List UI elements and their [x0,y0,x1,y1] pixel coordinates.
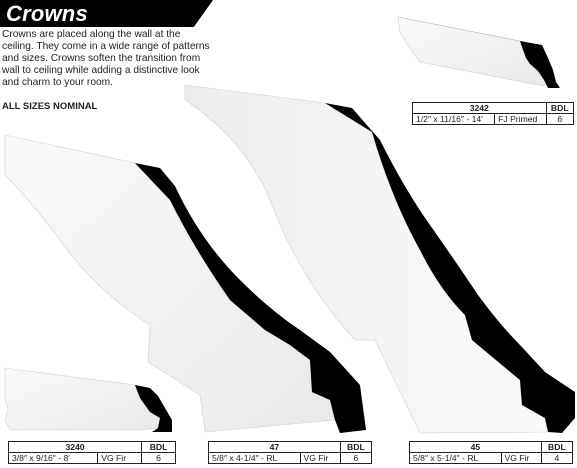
bdl-header: BDL [540,441,574,453]
header-bar [0,0,213,27]
product-bdl: 6 [339,452,373,464]
molding-45 [184,84,575,434]
molding-3242 [397,16,560,88]
product-code: 3240 [7,441,143,453]
product-material: FJ Primed [494,113,547,125]
bdl-header: BDL [141,441,176,453]
product-bdl: 4 [540,452,574,464]
page-title: Crowns [6,1,88,26]
sizes-note: ALL SIZES NOMINAL [2,101,98,112]
product-material: VG Fir [97,452,143,464]
product-size: 1/2″ x 11/16″ - 14′ [411,113,496,125]
product-code: 45 [409,441,542,453]
product-bdl: 6 [545,113,575,125]
intro-text: Crowns are placed along the wall at the … [2,29,210,89]
product-size: 5/8″ x 4-1/4″ - RL [208,452,301,464]
spec-table-45: 45 BDL 5/8″ x 5-1/4″ - RL VG Fir 4 [409,441,574,464]
spec-table-3242: 3242 BDL 1/2″ x 11/16″ - 14′ FJ Primed 6 [411,102,575,125]
bdl-header: BDL [545,102,575,114]
product-code: 47 [208,441,341,453]
molding-3240 [4,367,172,432]
product-code: 3242 [412,102,547,114]
product-bdl: 6 [141,452,176,464]
product-size: 3/8″ x 9/16″ - 8′ [7,452,99,464]
spec-table-3240: 3240 BDL 3/8″ x 9/16″ - 8′ VG Fir 6 [7,441,176,464]
product-material: VG Fir [500,452,542,464]
bdl-header: BDL [339,441,373,453]
product-material: VG Fir [299,452,341,464]
product-size: 5/8″ x 5-1/4″ - RL [409,452,502,464]
spec-table-47: 47 BDL 5/8″ x 4-1/4″ - RL VG Fir 6 [208,441,373,464]
molding-47 [4,134,366,433]
